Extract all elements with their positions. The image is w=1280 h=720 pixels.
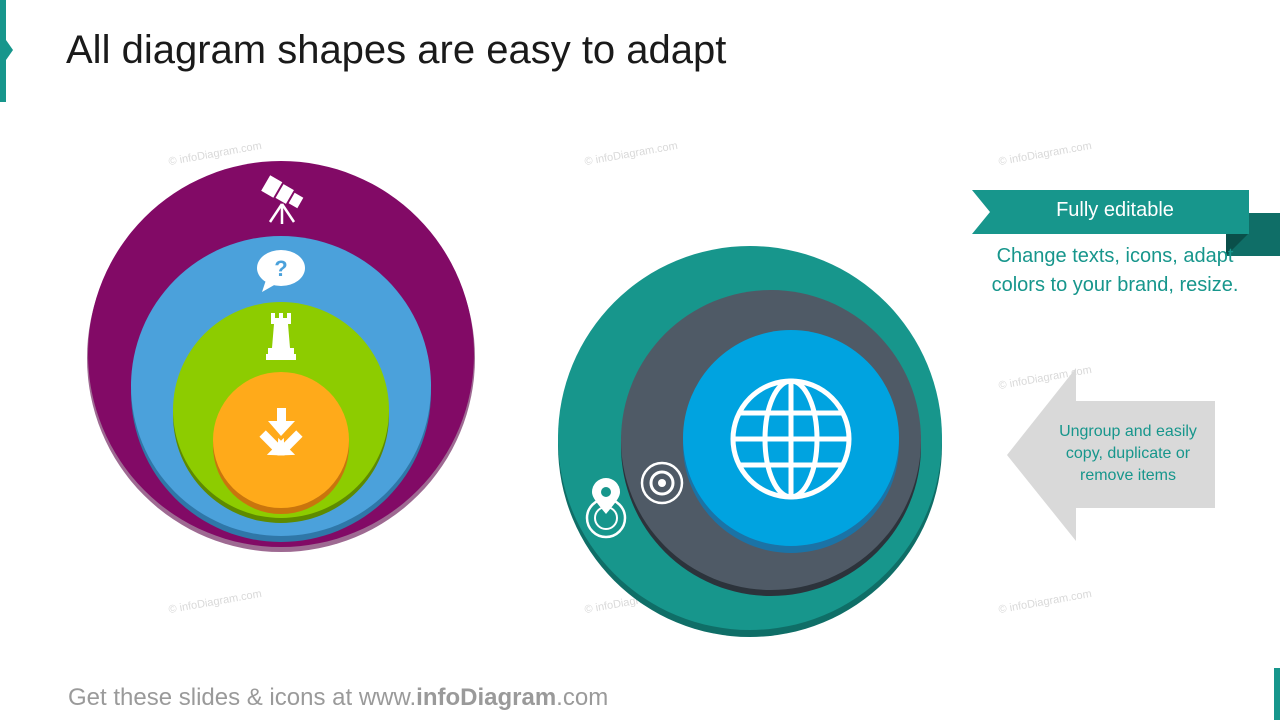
question-bubble-icon: ? xyxy=(257,250,305,292)
footer-suffix: .com xyxy=(556,684,609,711)
ribbon-banner xyxy=(972,190,1280,256)
callout-description: Change texts, icons, adapt colors to you… xyxy=(991,245,1239,296)
chess-rook-icon xyxy=(266,313,296,360)
location-pin-icon xyxy=(585,478,627,539)
telescope-icon xyxy=(261,175,304,224)
page-title: All diagram shapes are easy to adapt xyxy=(66,28,727,72)
arrow-note: Ungroup and easily copy, duplicate or re… xyxy=(1059,423,1197,484)
ribbon-label: Fully editable xyxy=(1056,199,1174,221)
title-accent-notch xyxy=(6,40,13,60)
footer-prefix: Get these slides & icons at www. xyxy=(68,684,417,711)
footer-brand: infoDiagram xyxy=(416,684,557,711)
title-accent-bar xyxy=(0,0,6,102)
globe-icon xyxy=(730,378,852,500)
converge-arrows-icon xyxy=(259,408,303,456)
left-arrow-shape xyxy=(1007,368,1215,541)
level-4-circle[interactable] xyxy=(213,372,349,508)
target-icon xyxy=(640,461,684,505)
corner-accent-bar xyxy=(1274,668,1280,720)
footer-text[interactable]: Get these slides & icons at www.infoDiag… xyxy=(68,684,608,712)
svg-text:?: ? xyxy=(274,256,287,281)
